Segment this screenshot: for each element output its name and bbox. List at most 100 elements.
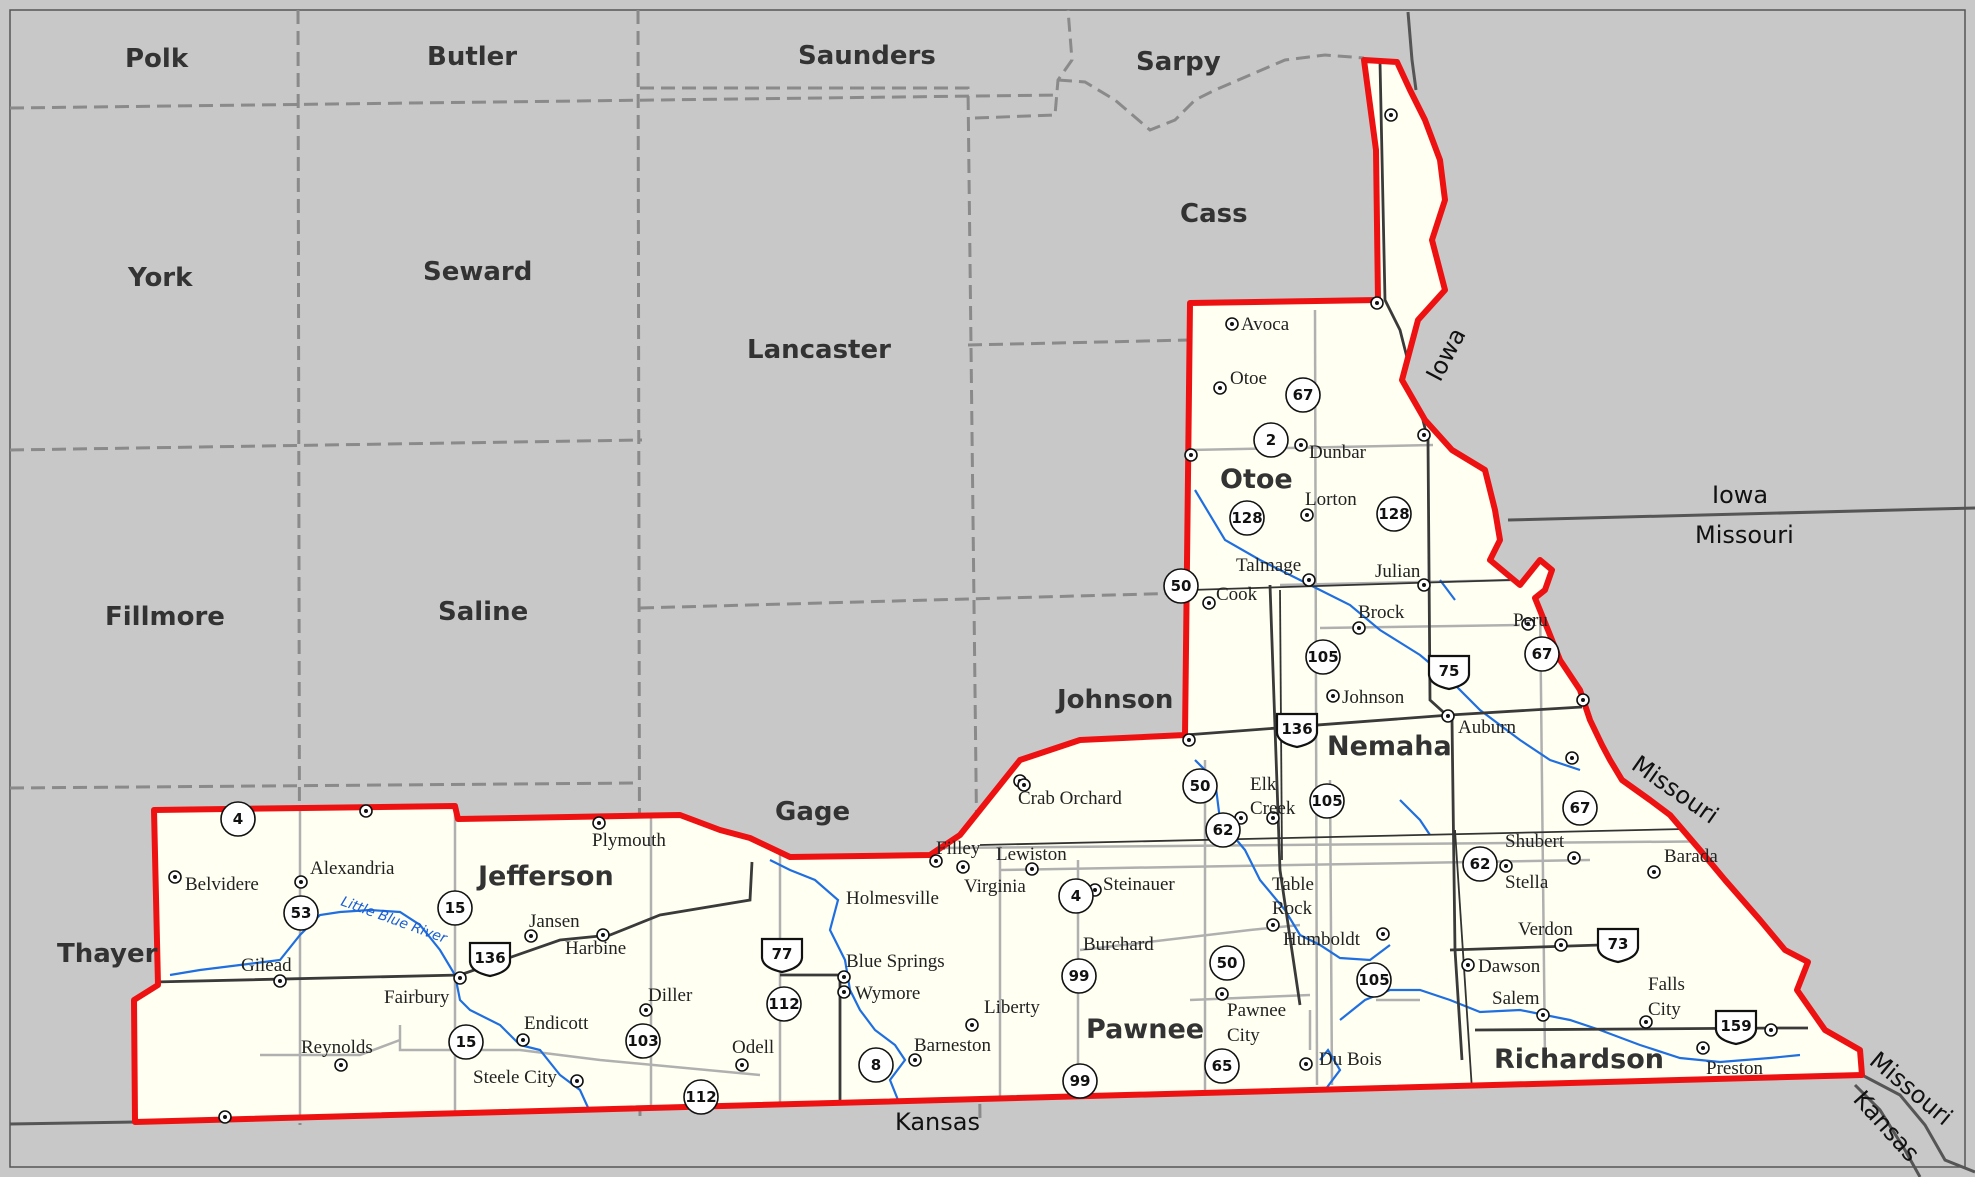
- town-label: Auburn: [1458, 717, 1517, 738]
- town-marker: [596, 928, 610, 942]
- region-fill: [134, 60, 1862, 1122]
- town-marker: [1461, 958, 1475, 972]
- state-route-marker: 15: [448, 1024, 484, 1060]
- town-label: Preston: [1706, 1058, 1764, 1079]
- town-label: Rock: [1272, 898, 1313, 919]
- state-label-missouri: Missouri: [1695, 521, 1794, 549]
- town-marker: [1225, 317, 1239, 331]
- town-label: Belvidere: [185, 874, 259, 895]
- state-route-marker: 105: [1356, 962, 1392, 998]
- town-label: Peru: [1513, 610, 1548, 631]
- route-number: 103: [627, 1032, 658, 1050]
- town-marker: [1441, 709, 1455, 723]
- town-label: Lorton: [1305, 489, 1357, 510]
- map-frame: [9, 9, 1966, 1168]
- town-marker: [1202, 596, 1216, 610]
- town-marker: [1025, 862, 1039, 876]
- town-marker: [218, 1110, 232, 1124]
- town-label: Shubert: [1505, 831, 1565, 852]
- route-number: 65: [1212, 1057, 1233, 1075]
- town-label: Steele City: [473, 1067, 557, 1088]
- route-number: 73: [1608, 935, 1629, 953]
- town-marker: [1499, 859, 1513, 873]
- town-marker: [1554, 938, 1568, 952]
- town-label: Endicott: [524, 1013, 589, 1034]
- town-marker: [1302, 573, 1316, 587]
- state-route-marker: 105: [1305, 639, 1341, 675]
- town-marker: [359, 804, 373, 818]
- town-label: Steinauer: [1103, 874, 1175, 895]
- state-label-iowa: Iowa: [1712, 481, 1768, 509]
- town-marker: [1326, 689, 1340, 703]
- town-marker: [837, 970, 851, 984]
- route-number: 8: [871, 1056, 881, 1074]
- town-label: Odell: [732, 1037, 774, 1058]
- route-number: 2: [1266, 431, 1276, 449]
- route-number: 62: [1213, 821, 1234, 839]
- town-label: Brock: [1358, 602, 1405, 623]
- town-label: Salem: [1492, 988, 1540, 1009]
- county-label-johnson: Johnson: [1055, 685, 1173, 715]
- town-label: Jansen: [529, 911, 580, 932]
- town-marker: [524, 929, 538, 943]
- town-marker: [453, 971, 467, 985]
- town-label: Otoe: [1230, 368, 1267, 389]
- county-label-cass: Cass: [1180, 199, 1248, 229]
- town-marker: [1521, 617, 1535, 631]
- town-label: Wymore: [855, 983, 920, 1004]
- town-label: Avoca: [1241, 314, 1290, 335]
- town-label: Reynolds: [301, 1037, 373, 1058]
- town-label: Harbine: [565, 938, 626, 959]
- route-number: 67: [1532, 645, 1553, 663]
- county-label-saunders: Saunders: [798, 41, 936, 71]
- route-number: 75: [1439, 662, 1460, 680]
- route-number: 62: [1470, 855, 1491, 873]
- state-route-marker: 4: [220, 801, 256, 837]
- town-label: Holmesville: [846, 888, 939, 909]
- route-number: 99: [1070, 1072, 1091, 1090]
- region-border: [131, 57, 1865, 1125]
- town-label: City: [1227, 1025, 1260, 1046]
- state-route-marker: 112: [683, 1079, 719, 1115]
- route-number: 50: [1171, 577, 1192, 595]
- town-marker: [1565, 751, 1579, 765]
- town-marker: [1300, 508, 1314, 522]
- route-number: 77: [772, 945, 793, 963]
- state-route-marker: 8: [858, 1047, 894, 1083]
- county-label-richardson: Richardson: [1494, 1044, 1664, 1075]
- town-marker: [929, 854, 943, 868]
- town-marker: [516, 1033, 530, 1047]
- town-marker: [908, 1053, 922, 1067]
- town-label: Diller: [648, 985, 693, 1006]
- town-label: Barada: [1664, 846, 1718, 867]
- town-marker: [1266, 918, 1280, 932]
- town-marker: [1647, 865, 1661, 879]
- route-number: 53: [291, 904, 312, 922]
- town-marker: [273, 974, 287, 988]
- state-route-marker: 50: [1163, 568, 1199, 604]
- town-marker: [1417, 578, 1431, 592]
- state-route-marker: 53: [283, 895, 319, 931]
- county-label-otoe: Otoe: [1220, 464, 1293, 495]
- town-marker: [1639, 1015, 1653, 1029]
- outside-county-labels: Polk Butler Saunders Sarpy Cass York Sew…: [57, 41, 1248, 969]
- route-number: 105: [1311, 792, 1342, 810]
- town-marker: [837, 985, 851, 999]
- state-route-marker: 67: [1562, 790, 1598, 826]
- town-marker: [1294, 438, 1308, 452]
- town-label: Stella: [1505, 872, 1549, 893]
- route-number: 112: [685, 1088, 716, 1106]
- town-marker: [1576, 693, 1590, 707]
- town-marker: [168, 870, 182, 884]
- county-label-york: York: [127, 263, 193, 293]
- route-number: 50: [1217, 954, 1238, 972]
- state-route-marker: 99: [1061, 958, 1097, 994]
- town-label: Plymouth: [592, 830, 666, 851]
- town-marker: [1370, 296, 1384, 310]
- town-label: Falls: [1648, 974, 1685, 995]
- region-county-labels: Otoe Nemaha Jefferson Pawnee Richardson: [476, 464, 1664, 1075]
- town-label: Du Bois: [1319, 1049, 1382, 1070]
- state-label-kansas: Kansas: [895, 1108, 980, 1136]
- route-number: 15: [456, 1033, 477, 1051]
